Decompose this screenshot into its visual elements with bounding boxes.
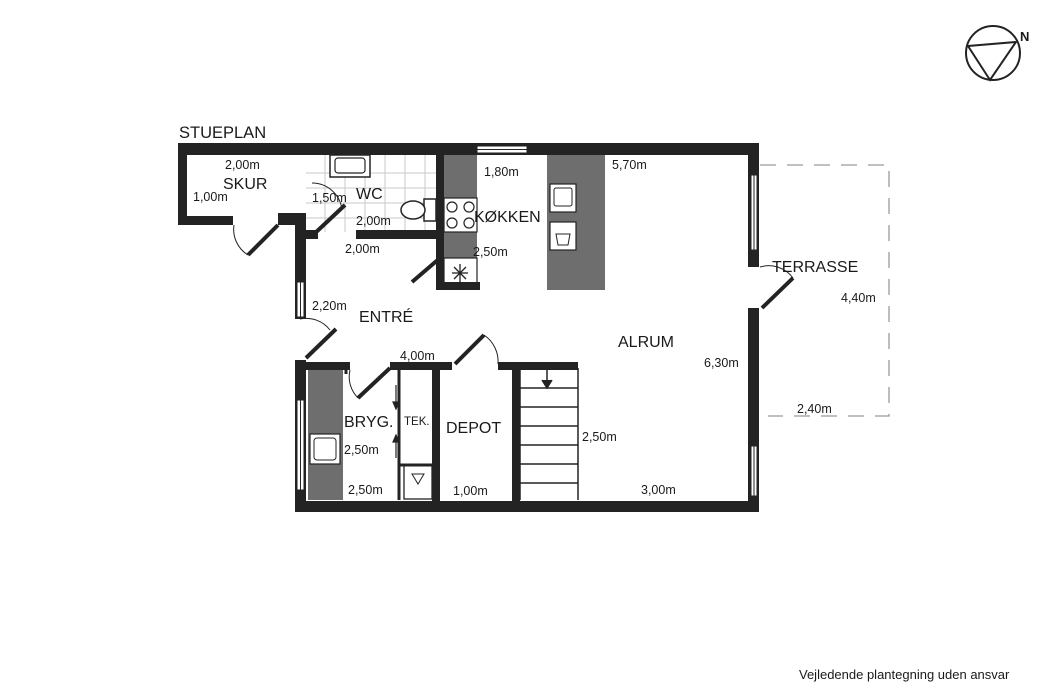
dim-skur-w: 2,00m xyxy=(225,158,260,172)
room-label-wc: WC xyxy=(356,186,383,203)
dim-alrum-top: 5,70m xyxy=(612,158,647,172)
dim-terrasse-w: 2,40m xyxy=(797,402,832,416)
room-label-alrum: ALRUM xyxy=(618,334,674,351)
room-label-skur: SKUR xyxy=(223,176,267,193)
room-label-tek: TEK. xyxy=(404,416,430,428)
wc-toilet-icon xyxy=(400,198,437,222)
terrace-outline xyxy=(760,164,890,417)
dishwasher-icon xyxy=(549,221,577,251)
dim-entre-mid: 4,00m xyxy=(400,349,435,363)
dim-terrasse-d: 4,40m xyxy=(841,291,876,305)
room-label-bryg: BRYG. xyxy=(344,414,394,431)
kitchen-sink-icon xyxy=(549,183,577,213)
dim-skur-d: 1,00m xyxy=(193,190,228,204)
doors xyxy=(233,182,795,400)
room-label-depot: DEPOT xyxy=(446,420,501,437)
dim-depot-w: 1,00m xyxy=(453,484,488,498)
dim-alrum-d: 6,30m xyxy=(704,356,739,370)
compass-label: N xyxy=(1020,29,1029,44)
dim-wc-d: 1,50m xyxy=(312,191,347,205)
direction-arrows xyxy=(392,385,400,458)
disclaimer-text: Vejledende plantegning uden ansvar xyxy=(799,667,1010,682)
dim-stair-d: 2,50m xyxy=(582,430,617,444)
dim-bottom-w: 3,00m xyxy=(641,483,676,497)
dim-kitchen-d: 2,50m xyxy=(473,245,508,259)
compass-icon: N xyxy=(965,25,1029,82)
water-heater-icon xyxy=(403,464,433,500)
room-label-entre: ENTRÉ xyxy=(359,307,413,326)
dim-bryg-w: 2,50m xyxy=(348,483,383,497)
wc-sink-icon xyxy=(329,154,371,178)
stove-icon xyxy=(443,197,478,233)
dim-hall-top: 2,00m xyxy=(345,242,380,256)
room-label-kokken: KØKKEN xyxy=(474,209,541,226)
windows xyxy=(296,145,758,497)
dim-bryg-d: 2,50m xyxy=(344,443,379,457)
dim-wc-w: 2,00m xyxy=(356,214,391,228)
utility-sink-icon xyxy=(309,433,341,465)
plan-title: STUEPLAN xyxy=(179,124,266,142)
staircase xyxy=(519,368,579,500)
room-label-terrasse: TERRASSE xyxy=(772,259,858,276)
dim-entre-w: 2,20m xyxy=(312,299,347,313)
dim-kitchen-w: 1,80m xyxy=(484,165,519,179)
